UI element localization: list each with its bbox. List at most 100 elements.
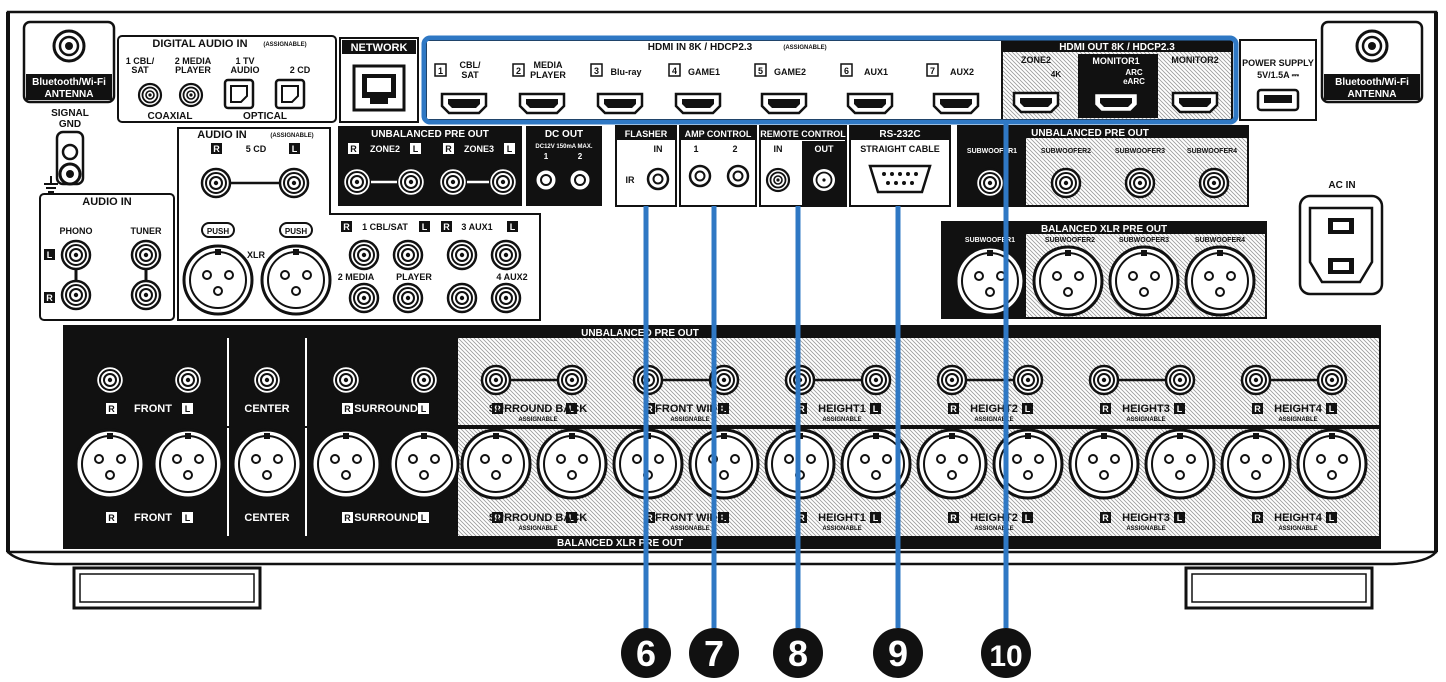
hdmi-in-label: AUX2 [950, 67, 974, 77]
svg-text:AC IN: AC IN [1328, 180, 1355, 191]
svg-text:BALANCED XLR PRE OUT: BALANCED XLR PRE OUT [1041, 224, 1167, 235]
svg-text:2: 2 [732, 144, 737, 154]
svg-text:1: 1 [544, 152, 549, 161]
svg-text:(ASSIGNABLE): (ASSIGNABLE) [263, 42, 306, 48]
svg-text:R: R [798, 404, 805, 414]
unbal-channel-label: SURROUND BACK [489, 403, 587, 415]
hdmi-out-section: HDMI OUT 8K / HDCP2.3 ZONE2 4K MONITOR1 … [1001, 39, 1233, 121]
digital-audio-title: DIGITAL AUDIO IN [152, 38, 247, 50]
left-antenna-label2: ANTENNA [45, 89, 94, 100]
digital-audio-in-section: DIGITAL AUDIO IN (ASSIGNABLE) 1 CBL/ SAT… [117, 35, 337, 123]
svg-text:RS-232C: RS-232C [879, 129, 920, 140]
right-antenna-label1: Bluetooth/Wi-Fi [1335, 77, 1409, 88]
hdmi-in-number: 6 [844, 66, 849, 76]
bal-channel-label: SURROUND BACK [489, 512, 587, 524]
svg-text:L: L [873, 404, 879, 414]
hdmi-in-label: GAME2 [774, 67, 806, 77]
hdmi-in-label: Blu-ray [610, 67, 641, 77]
svg-text:OPTICAL: OPTICAL [243, 111, 287, 122]
svg-text:L: L [413, 144, 419, 154]
bal-channel-label: HEIGHT4 [1274, 512, 1323, 524]
svg-text:L: L [569, 404, 575, 414]
svg-text:L: L [422, 222, 428, 232]
bal-channel-label: FRONT [134, 512, 172, 524]
hdmi-in-number: 4 [672, 66, 677, 76]
ac-inlet: AC IN [1298, 180, 1384, 296]
svg-text:ASSIGNABLE: ASSIGNABLE [974, 526, 1013, 532]
hdmi-in-label: CBL/ [460, 60, 481, 70]
hdmi-in-title: HDMI IN 8K / HDCP2.3 [648, 42, 753, 53]
svg-text:L: L [421, 513, 427, 523]
svg-text:ASSIGNABLE: ASSIGNABLE [1126, 526, 1165, 532]
svg-text:ASSIGNABLE: ASSIGNABLE [974, 417, 1013, 423]
hdmi-in-section: HDMI IN 8K / HDCP2.3 (ASSIGNABLE) 1CBL/S… [425, 39, 1003, 121]
svg-text:L: L [873, 513, 879, 523]
svg-text:L: L [1025, 404, 1031, 414]
svg-text:L: L [721, 404, 727, 414]
svg-text:ZONE2: ZONE2 [1021, 55, 1051, 65]
svg-text:SUBWOOFER2: SUBWOOFER2 [1041, 148, 1091, 155]
svg-text:6: 6 [636, 633, 656, 674]
svg-text:PHONO: PHONO [59, 226, 92, 236]
svg-text:R: R [1254, 404, 1261, 414]
svg-text:L: L [185, 513, 191, 523]
svg-text:ASSIGNABLE: ASSIGNABLE [822, 526, 861, 532]
svg-text:8: 8 [788, 633, 808, 674]
svg-text:HDMI OUT 8K / HDCP2.3: HDMI OUT 8K / HDCP2.3 [1059, 42, 1175, 53]
svg-text:ASSIGNABLE: ASSIGNABLE [518, 417, 557, 423]
svg-text:eARC: eARC [1123, 77, 1145, 86]
svg-text:R: R [350, 144, 357, 154]
svg-text:UNBALANCED PRE OUT: UNBALANCED PRE OUT [371, 129, 489, 140]
svg-text:2 MEDIA: 2 MEDIA [175, 56, 212, 66]
svg-text:L: L [47, 250, 53, 260]
svg-text:PLAYER: PLAYER [396, 272, 432, 282]
svg-text:R: R [344, 404, 351, 414]
svg-text:1 CBL/SAT: 1 CBL/SAT [362, 222, 408, 232]
hdmi-in-label: MEDIA [534, 60, 564, 70]
svg-text:L: L [1177, 513, 1183, 523]
callout-7: 7 [689, 628, 739, 678]
svg-text:AUDIO IN: AUDIO IN [197, 129, 247, 141]
callout-10: 10 [981, 628, 1031, 678]
svg-text:DC12V 150mA MAX.: DC12V 150mA MAX. [535, 144, 592, 150]
svg-text:L: L [721, 513, 727, 523]
svg-text:L: L [292, 144, 298, 154]
remote-control: REMOTE CONTROL IN OUT [759, 125, 847, 207]
svg-text:ASSIGNABLE: ASSIGNABLE [518, 526, 557, 532]
svg-text:SUBWOOFER4: SUBWOOFER4 [1195, 237, 1245, 244]
svg-text:R: R [46, 293, 53, 303]
svg-text:POWER SUPPLY: POWER SUPPLY [1242, 58, 1314, 68]
left-antenna-terminal: Bluetooth/Wi-Fi ANTENNA [22, 20, 116, 104]
svg-text:AUDIO: AUDIO [231, 65, 260, 75]
signal-gnd-terminal: SIGNAL GND [44, 108, 89, 193]
unbal-channel-label: HEIGHT3 [1122, 403, 1170, 415]
svg-text:MONITOR2: MONITOR2 [1171, 55, 1218, 65]
svg-text:R: R [798, 513, 805, 523]
svg-text:R: R [108, 404, 115, 414]
svg-text:R: R [1254, 513, 1261, 523]
svg-text:R: R [443, 222, 450, 232]
svg-text:PLAYER: PLAYER [175, 65, 211, 75]
svg-text:DC OUT: DC OUT [545, 129, 583, 140]
unbal-channel-label: HEIGHT2 [970, 403, 1018, 415]
bal-channel-label: FRONT WIDE [655, 512, 725, 524]
svg-text:ASSIGNABLE: ASSIGNABLE [1278, 417, 1317, 423]
unbalanced-pre-out-title: UNBALANCED PRE OUT [581, 328, 699, 339]
svg-text:3 AUX1: 3 AUX1 [461, 222, 492, 232]
svg-text:L: L [421, 404, 427, 414]
svg-text:R: R [950, 404, 957, 414]
svg-text:NETWORK: NETWORK [351, 42, 408, 54]
svg-text:10: 10 [989, 640, 1022, 673]
right-antenna-terminal: Bluetooth/Wi-Fi ANTENNA [1320, 20, 1424, 104]
network-port: NETWORK [339, 37, 419, 123]
